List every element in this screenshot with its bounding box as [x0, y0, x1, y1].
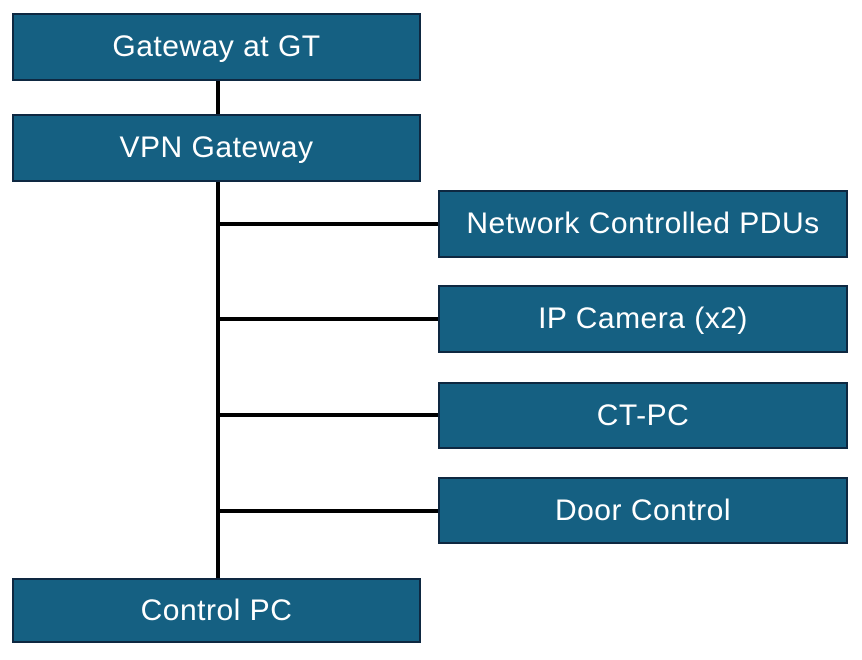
- node-label: Network Controlled PDUs: [466, 207, 820, 240]
- node-ip-camera: IP Camera (x2): [438, 285, 848, 353]
- node-label: IP Camera (x2): [538, 302, 748, 335]
- node-network-controlled-pdus: Network Controlled PDUs: [438, 190, 848, 258]
- node-label: Door Control: [554, 493, 732, 527]
- node-gateway-at-gt: Gateway at GT: [12, 13, 421, 81]
- connector-branch-pdus: [218, 222, 438, 226]
- connector-gateway-to-vpn: [216, 81, 220, 114]
- node-label: Control PC: [140, 593, 293, 627]
- node-door-control: Door Control: [438, 477, 848, 544]
- node-vpn-gateway: VPN Gateway: [12, 114, 421, 182]
- connector-branch-door: [218, 509, 438, 513]
- node-label: VPN Gateway: [119, 131, 314, 164]
- node-label: CT-PC: [596, 398, 690, 432]
- node-label: Gateway at GT: [112, 30, 321, 63]
- node-control-pc: Control PC: [12, 578, 421, 643]
- connector-branch-ip-camera: [218, 317, 438, 321]
- node-ct-pc: CT-PC: [438, 382, 848, 449]
- connector-branch-ct-pc: [218, 413, 438, 417]
- connector-vpn-trunk: [216, 182, 220, 578]
